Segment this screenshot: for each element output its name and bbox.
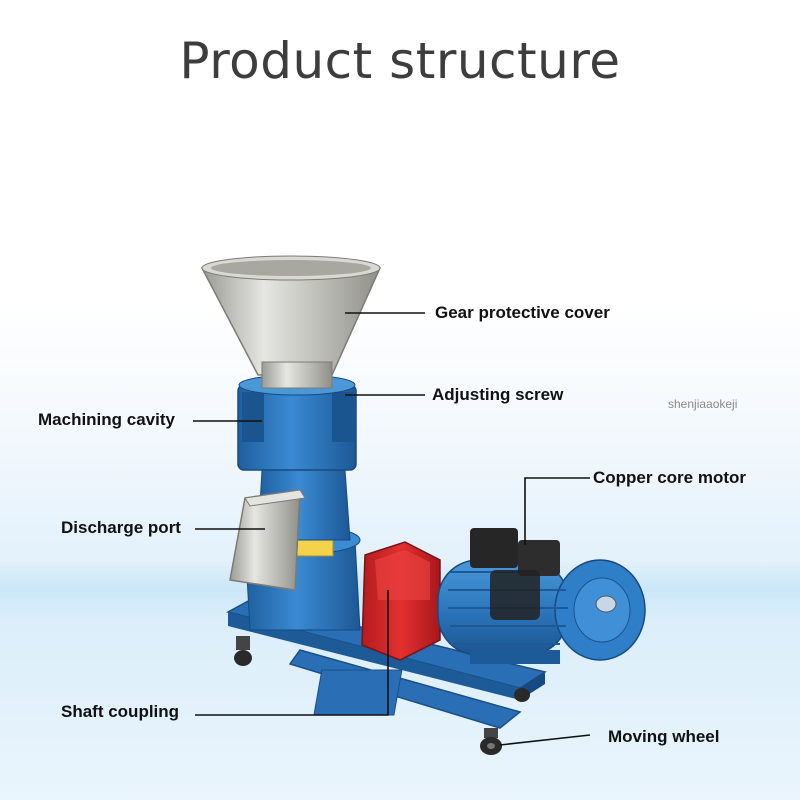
watermark: shenjiaaokeji	[668, 397, 738, 411]
label-gear-protective-cover: Gear protective cover	[435, 303, 610, 322]
label-copper-core-motor: Copper core motor	[593, 468, 747, 487]
leader-moving-wheel	[499, 734, 591, 746]
leader-shaft-coupling	[195, 590, 389, 716]
page-title: Product structure	[179, 32, 621, 90]
discharge-chute	[229, 489, 306, 591]
wheel-right	[514, 688, 530, 702]
copper-motor	[437, 528, 646, 664]
wheel-left	[234, 636, 252, 666]
label-discharge-port: Discharge port	[61, 518, 181, 537]
label-machining-cavity: Machining cavity	[38, 410, 175, 429]
leader-lines	[193, 312, 591, 746]
shaft-coupling	[361, 541, 441, 661]
label-moving-wheel: Moving wheel	[608, 727, 720, 746]
leader-copper-motor	[524, 477, 590, 545]
label-shaft-coupling: Shaft coupling	[61, 702, 180, 721]
label-adjusting-screw: Adjusting screw	[432, 385, 564, 404]
machining-cavity	[237, 374, 357, 471]
wheel-front	[480, 728, 502, 755]
hopper	[200, 255, 382, 389]
